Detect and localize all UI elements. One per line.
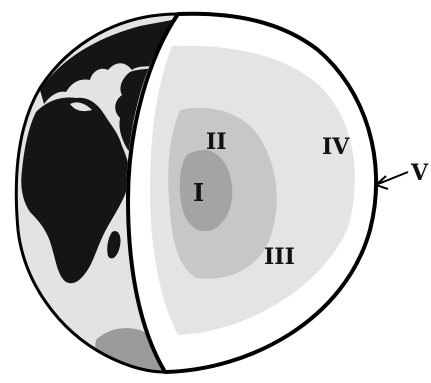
- crust-pointer-arrow: [376, 172, 408, 189]
- label-upper-mantle: IV: [322, 134, 350, 160]
- label-crust: V: [410, 160, 429, 186]
- label-inner-core: I: [193, 178, 204, 207]
- label-lower-mantle: III: [264, 244, 295, 270]
- label-outer-core: II: [206, 129, 227, 155]
